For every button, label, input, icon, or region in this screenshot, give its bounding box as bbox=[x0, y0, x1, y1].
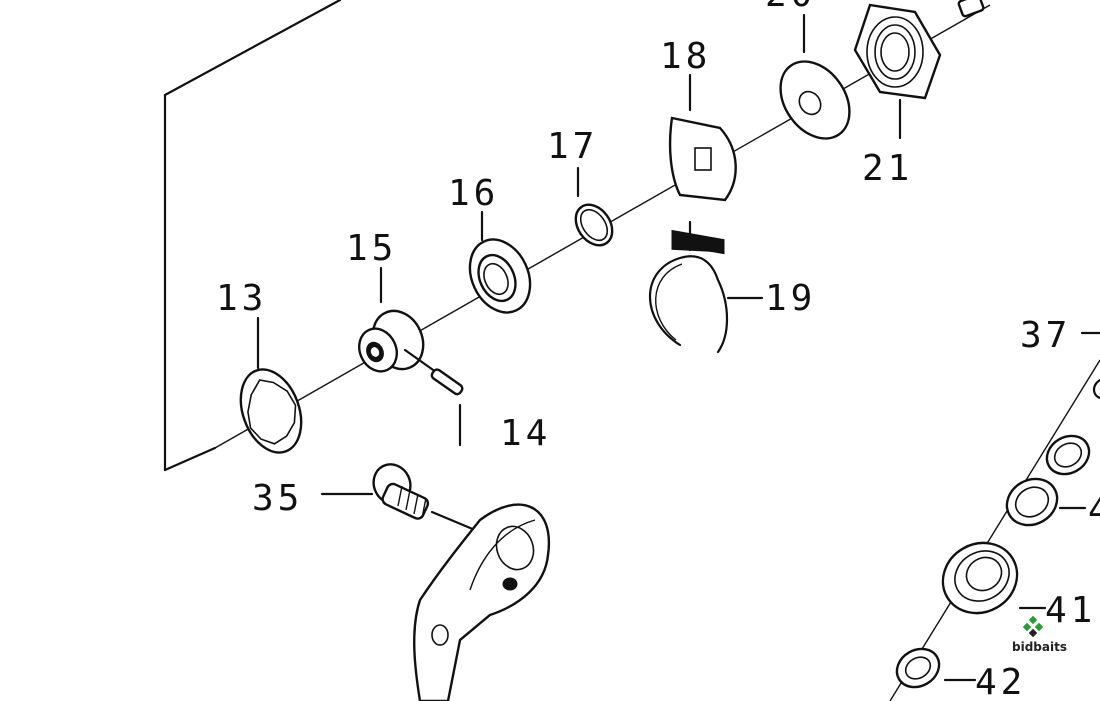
part-labels: 13 14 15 16 17 18 19 20 21 35 37 4 41 42 bbox=[216, 0, 1100, 701]
part-19-spring-clip bbox=[648, 255, 728, 354]
leader-lines bbox=[256, 13, 1100, 682]
bidbaits-logo-icon bbox=[1022, 615, 1044, 638]
label-14: 14 bbox=[500, 413, 551, 454]
label-35: 35 bbox=[252, 478, 303, 519]
label-4-upper: 4 bbox=[1088, 490, 1100, 531]
part-16-bearing bbox=[468, 238, 532, 314]
label-37: 37 bbox=[1020, 315, 1071, 356]
part-17-ring bbox=[574, 203, 614, 247]
part-20-washer bbox=[779, 60, 851, 140]
label-17: 17 bbox=[547, 126, 598, 167]
part-35-screw bbox=[372, 463, 477, 532]
label-16: 16 bbox=[448, 173, 499, 214]
part-14-pin bbox=[403, 348, 464, 447]
label-13: 13 bbox=[216, 278, 267, 319]
part-21-hex-nut bbox=[853, 0, 985, 100]
label-20: 20 bbox=[765, 0, 816, 15]
right-parts-group bbox=[889, 359, 1100, 701]
part-18-clip-plate bbox=[668, 116, 737, 255]
watermark-brand-text: bidbaits bbox=[1012, 640, 1067, 654]
label-15: 15 bbox=[346, 228, 397, 269]
part-15-bushing bbox=[358, 309, 425, 373]
label-18: 18 bbox=[660, 36, 711, 77]
label-41: 41 bbox=[1045, 590, 1096, 631]
lever-arm bbox=[413, 503, 551, 701]
part-13-serrated-ring bbox=[239, 368, 303, 454]
label-42: 42 bbox=[975, 662, 1026, 701]
label-21: 21 bbox=[862, 148, 913, 189]
bidbaits-watermark: bidbaits bbox=[1012, 615, 1067, 654]
label-19: 19 bbox=[765, 278, 816, 319]
subassembly-frame bbox=[163, 0, 342, 472]
